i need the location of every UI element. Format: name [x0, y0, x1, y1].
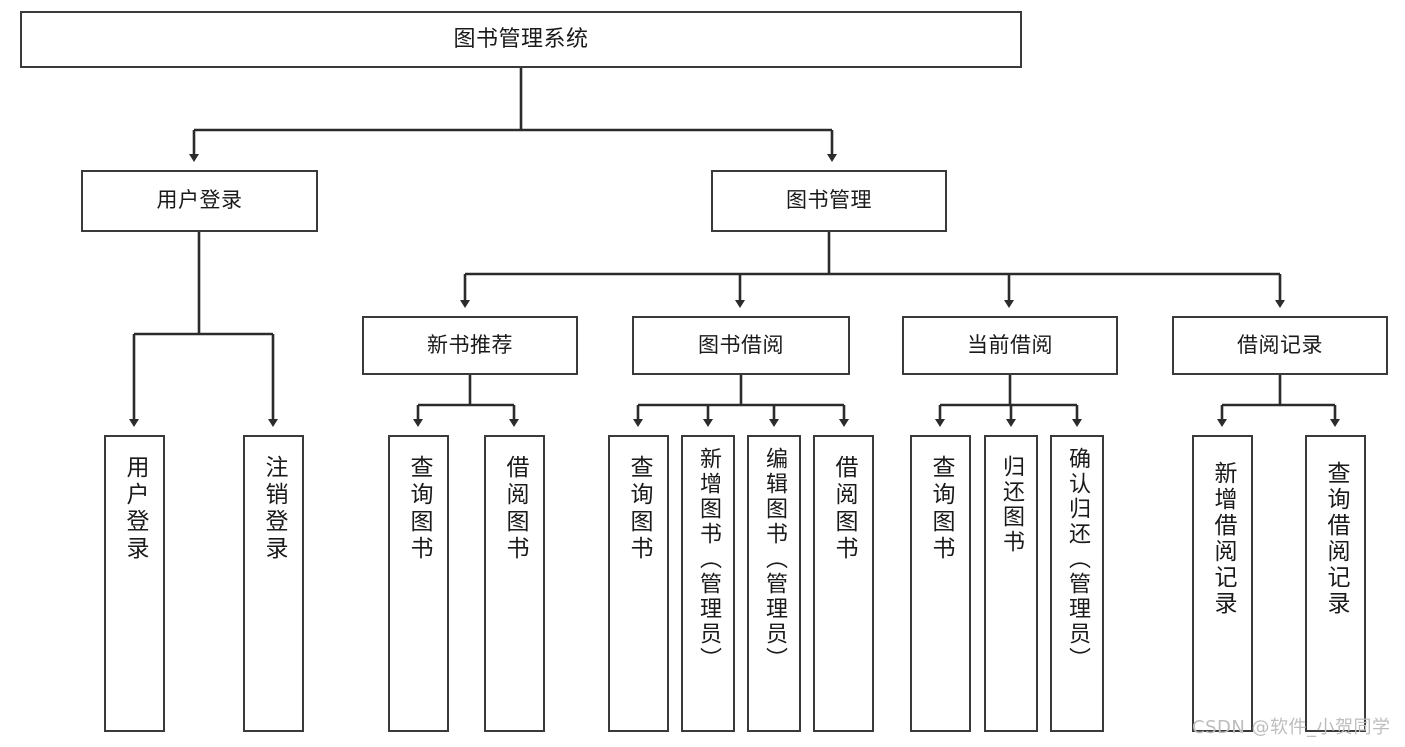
leaf-edit-book[interactable]: 编辑图书（管理员）: [747, 435, 801, 732]
node-borrow-record[interactable]: 借阅记录: [1172, 316, 1388, 375]
leaf-confirm-return[interactable]: 确认归还（管理员）: [1050, 435, 1104, 732]
leaf-return-book[interactable]: 归还图书: [984, 435, 1038, 732]
node-user-login[interactable]: 用户登录: [81, 170, 318, 232]
leaf-borrow-book-rec[interactable]: 借阅图书: [484, 435, 545, 732]
leaf-add-record-label: 新增借阅记录: [1210, 461, 1236, 617]
node-book-borrow-label: 图书借阅: [698, 332, 784, 357]
leaf-query-book-borrow-label: 查询图书: [626, 455, 652, 563]
node-book-manage-label: 图书管理: [786, 188, 872, 213]
csdn-watermark: CSDN @软件_小贺同学: [1192, 717, 1391, 738]
leaf-user-login-label: 用户登录: [122, 455, 148, 563]
leaf-query-book-cur[interactable]: 查询图书: [910, 435, 971, 732]
leaf-edit-book-label: 编辑图书（管理员）: [762, 447, 787, 672]
leaf-user-login[interactable]: 用户登录: [104, 435, 165, 732]
leaf-query-record-label: 查询借阅记录: [1323, 461, 1349, 617]
leaf-confirm-return-label: 确认归还（管理员）: [1065, 447, 1090, 672]
leaf-borrow-book[interactable]: 借阅图书: [813, 435, 874, 732]
leaf-add-record[interactable]: 新增借阅记录: [1192, 435, 1253, 732]
leaf-query-book-cur-label: 查询图书: [928, 455, 954, 563]
node-current-borrow[interactable]: 当前借阅: [902, 316, 1118, 375]
node-root[interactable]: 图书管理系统: [20, 11, 1022, 68]
node-new-book-recommend[interactable]: 新书推荐: [362, 316, 578, 375]
leaf-query-book-rec-label: 查询图书: [406, 455, 432, 563]
leaf-borrow-book-label: 借阅图书: [831, 455, 857, 563]
node-user-login-label: 用户登录: [156, 188, 243, 213]
leaf-return-book-label: 归还图书: [999, 455, 1024, 555]
node-current-borrow-label: 当前借阅: [967, 332, 1053, 357]
leaf-query-record[interactable]: 查询借阅记录: [1305, 435, 1366, 732]
node-borrow-record-label: 借阅记录: [1237, 332, 1323, 357]
leaf-query-book-rec[interactable]: 查询图书: [388, 435, 449, 732]
node-book-manage[interactable]: 图书管理: [711, 170, 947, 232]
leaf-user-logout[interactable]: 注销登录: [243, 435, 304, 732]
node-root-label: 图书管理系统: [453, 26, 589, 52]
leaf-add-book[interactable]: 新增图书（管理员）: [681, 435, 735, 732]
leaf-query-book-borrow[interactable]: 查询图书: [608, 435, 669, 732]
leaf-add-book-label: 新增图书（管理员）: [696, 447, 721, 672]
leaf-borrow-book-rec-label: 借阅图书: [502, 455, 528, 563]
leaf-user-logout-label: 注销登录: [261, 455, 287, 563]
node-new-book-recommend-label: 新书推荐: [427, 332, 513, 357]
node-book-borrow[interactable]: 图书借阅: [632, 316, 850, 375]
